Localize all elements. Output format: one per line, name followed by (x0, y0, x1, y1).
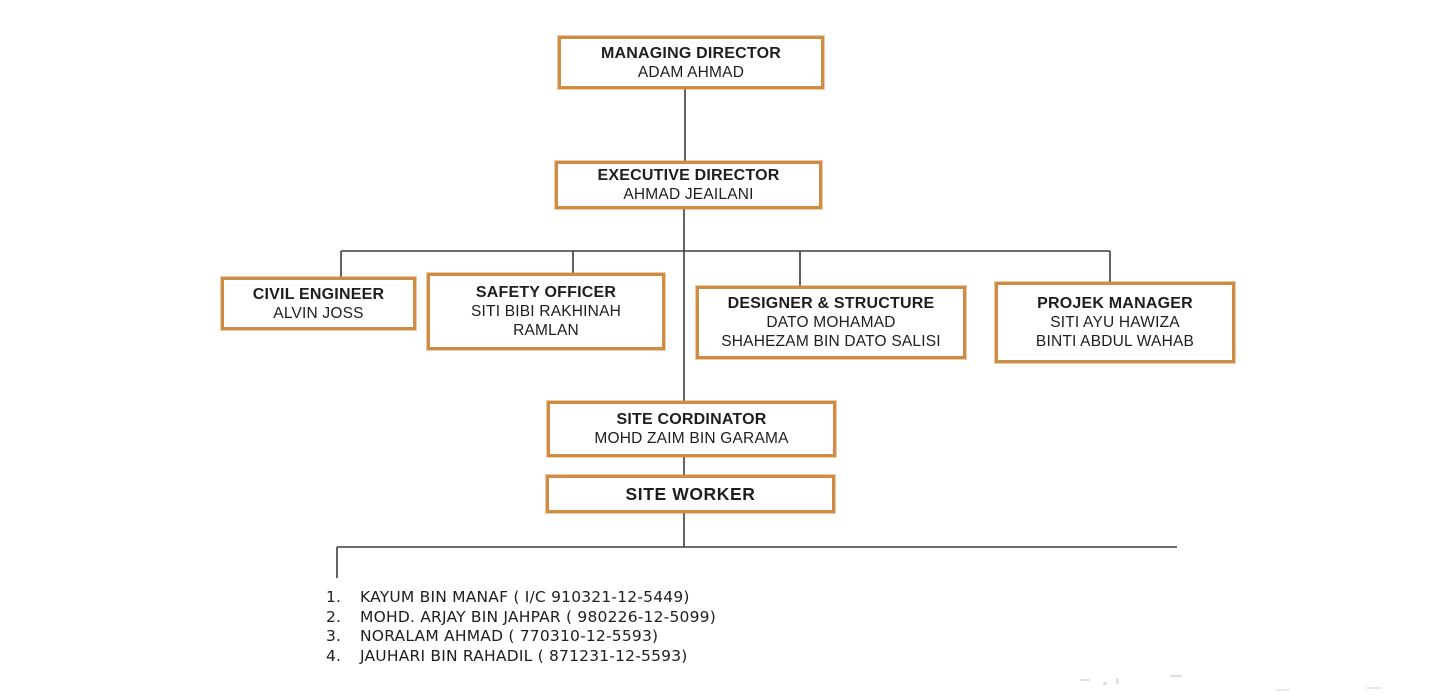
list-item-text: KAYUM BIN MANAF ( I/C 910321-12-5449) (360, 588, 690, 606)
node-title: SITE WORKER (625, 483, 756, 504)
node-title: SAFETY OFFICER (475, 284, 617, 301)
org-node-site-worker: SITE WORKER (546, 475, 835, 513)
node-person: SITI AYU HAWIZA BINTI ABDUL WAHAB (1035, 314, 1195, 350)
scan-artifact (1103, 682, 1107, 685)
list-item-text: JAUHARI BIN RAHADIL ( 871231-12-5593) (360, 646, 688, 665)
scan-artifact (1366, 687, 1382, 689)
node-title: MANAGING DIRECTOR (601, 44, 781, 62)
list-item: 3. NORALAM AHMAD ( 770310-12-5593) (326, 627, 716, 647)
list-item-text: NORALAM AHMAD ( 770310-12-5593) (360, 627, 659, 645)
node-title: CIVIL ENGINEER (252, 285, 385, 303)
list-item-number: 1. (326, 588, 342, 606)
node-person: DATO MOHAMAD SHAHEZAM BIN DATO SALISI (721, 314, 941, 350)
node-person: ALVIN JOSS (273, 304, 364, 322)
node-title: EXECUTIVE DIRECTOR (597, 167, 780, 184)
scan-artifact (1116, 678, 1119, 684)
site-worker-list: 1. KAYUM BIN MANAF ( I/C 910321-12-5449)… (326, 588, 716, 666)
list-item: 4. JAUHARI BIN RAHADIL ( 871231-12-5593) (326, 647, 716, 667)
org-node-executive-director: EXECUTIVE DIRECTOR AHMAD JEAILANI (555, 161, 822, 209)
org-node-managing-director: MANAGING DIRECTOR ADAM AHMAD (558, 36, 824, 89)
node-title: PROJEK MANAGER (1037, 295, 1193, 312)
node-title: DESIGNER & STRUCTURE (727, 295, 935, 312)
list-item: 2. MOHD. ARJAY BIN JAHPAR ( 980226-12-50… (326, 608, 716, 628)
node-person: ADAM AHMAD (637, 63, 745, 81)
org-node-civil-engineer: CIVIL ENGINEER ALVIN JOSS (221, 277, 416, 330)
scan-artifact (1080, 679, 1090, 681)
node-person: AHMAD JEAILANI (623, 186, 754, 203)
list-item-number: 2. (326, 607, 342, 626)
list-item-number: 3. (326, 627, 342, 645)
scan-artifact (1170, 675, 1182, 677)
node-person: MOHD ZAIM BIN GARAMA (594, 430, 789, 447)
org-node-site-cordinator: SITE CORDINATOR MOHD ZAIM BIN GARAMA (547, 401, 836, 457)
list-item-number: 4. (326, 646, 342, 665)
org-node-designer-structure: DESIGNER & STRUCTURE DATO MOHAMAD SHAHEZ… (696, 286, 966, 359)
scan-artifact (1276, 689, 1290, 691)
org-node-projek-manager: PROJEK MANAGER SITI AYU HAWIZA BINTI ABD… (995, 282, 1235, 363)
node-title: SITE CORDINATOR (616, 411, 767, 428)
list-item-text: MOHD. ARJAY BIN JAHPAR ( 980226-12-5099) (360, 607, 716, 626)
list-item: 1. KAYUM BIN MANAF ( I/C 910321-12-5449) (326, 588, 716, 608)
org-node-safety-officer: SAFETY OFFICER SITI BIBI RAKHINAH RAMLAN (427, 273, 665, 350)
node-person: SITI BIBI RAKHINAH RAMLAN (470, 303, 622, 339)
